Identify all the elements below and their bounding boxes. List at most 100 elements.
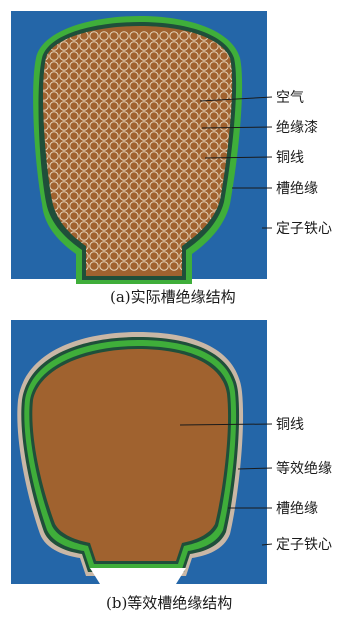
copper-conductor xyxy=(89,111,99,121)
copper-conductor xyxy=(169,91,179,101)
copper-conductor xyxy=(59,191,69,201)
copper-conductor xyxy=(169,151,179,161)
copper-conductor xyxy=(159,91,169,101)
copper-conductor xyxy=(99,171,109,181)
copper-conductor xyxy=(89,61,99,71)
copper-conductor xyxy=(99,201,109,211)
copper-conductor xyxy=(129,141,139,151)
copper-conductor xyxy=(79,121,89,131)
copper-conductor xyxy=(99,71,109,81)
copper-conductor xyxy=(89,161,99,171)
copper-conductor xyxy=(199,181,209,191)
copper-conductor xyxy=(159,201,169,211)
copper-conductor xyxy=(169,121,179,131)
copper-conductor xyxy=(149,201,159,211)
copper-conductor xyxy=(189,71,199,81)
copper-conductor xyxy=(149,261,159,271)
copper-conductor xyxy=(189,181,199,191)
copper-conductor xyxy=(159,151,169,161)
copper-conductor xyxy=(49,171,59,181)
copper-conductor xyxy=(49,91,59,101)
copper-conductor xyxy=(199,191,209,201)
copper-conductor xyxy=(69,201,79,211)
copper-conductor xyxy=(159,61,169,71)
copper-region-b xyxy=(32,349,229,561)
copper-conductor xyxy=(179,221,189,231)
copper-conductor xyxy=(99,111,109,121)
copper-conductor xyxy=(199,161,209,171)
copper-conductor xyxy=(139,171,149,181)
copper-conductor xyxy=(119,81,129,91)
copper-conductor xyxy=(199,71,209,81)
copper-conductor xyxy=(169,191,179,201)
copper-conductor xyxy=(199,91,209,101)
copper-conductor xyxy=(169,181,179,191)
copper-conductor xyxy=(169,81,179,91)
copper-conductor xyxy=(109,141,119,151)
copper-conductor xyxy=(169,171,179,181)
copper-conductor xyxy=(99,141,109,151)
copper-conductor xyxy=(99,131,109,141)
copper-conductor xyxy=(139,211,149,221)
copper-conductor xyxy=(139,51,149,61)
copper-conductor xyxy=(149,151,159,161)
copper-conductor xyxy=(89,211,99,221)
copper-conductor xyxy=(49,151,59,161)
copper-conductor xyxy=(199,201,209,211)
label-equivalent-insulation-b: 等效绝缘 xyxy=(276,460,332,477)
copper-conductor xyxy=(79,211,89,221)
copper-conductor xyxy=(119,41,129,51)
copper-conductor xyxy=(129,91,139,101)
copper-conductor xyxy=(169,201,179,211)
copper-conductor xyxy=(189,201,199,211)
copper-conductor xyxy=(209,111,219,121)
copper-conductor xyxy=(209,151,219,161)
copper-conductor xyxy=(169,261,179,271)
copper-conductor xyxy=(43,111,49,121)
copper-conductor xyxy=(89,151,99,161)
label-air-a: 空气 xyxy=(276,90,304,106)
copper-conductor xyxy=(99,151,109,161)
panel-a: 空气 绝缘漆 铜线 槽绝缘 定子铁心 (a)实际槽绝缘结构 xyxy=(11,11,332,306)
copper-conductor xyxy=(169,101,179,111)
copper-conductor xyxy=(119,121,129,131)
copper-conductor xyxy=(99,181,109,191)
copper-conductor xyxy=(69,61,79,71)
copper-conductor xyxy=(79,81,89,91)
label-slot-insulation-a: 槽绝缘 xyxy=(276,181,318,197)
copper-conductor xyxy=(149,41,159,51)
copper-conductor xyxy=(169,131,179,141)
copper-conductor xyxy=(139,151,149,161)
copper-conductor xyxy=(69,191,79,201)
copper-conductor xyxy=(189,161,199,171)
copper-conductor xyxy=(109,171,119,181)
copper-conductor xyxy=(89,91,99,101)
panel-b: 铜线 等效绝缘 槽绝缘 定子铁心 (b)等效槽绝缘结构 xyxy=(11,320,332,612)
copper-conductor xyxy=(129,31,139,41)
copper-conductor xyxy=(169,221,179,231)
copper-conductor xyxy=(49,121,59,131)
copper-conductor xyxy=(139,91,149,101)
copper-conductor xyxy=(219,51,229,61)
copper-conductor xyxy=(99,101,109,111)
copper-conductor xyxy=(89,231,99,241)
copper-conductor xyxy=(149,161,159,171)
copper-conductor xyxy=(139,191,149,201)
copper-conductor xyxy=(139,111,149,121)
copper-conductor xyxy=(59,171,69,181)
caption-a: (a)实际槽绝缘结构 xyxy=(110,288,236,306)
copper-conductor xyxy=(99,211,109,221)
copper-conductor xyxy=(89,71,99,81)
copper-conductor xyxy=(59,201,69,211)
copper-conductor xyxy=(139,31,149,41)
copper-conductor xyxy=(129,191,139,201)
copper-conductor xyxy=(179,51,189,61)
copper-conductor xyxy=(119,161,129,171)
copper-conductor xyxy=(179,151,189,161)
copper-conductor xyxy=(149,71,159,81)
copper-conductor xyxy=(139,161,149,171)
copper-conductor xyxy=(159,121,169,131)
copper-conductor xyxy=(159,71,169,81)
copper-conductor xyxy=(179,141,189,151)
